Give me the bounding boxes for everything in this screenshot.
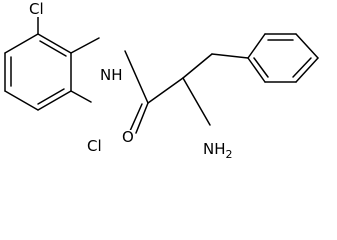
double-bond-inner: [253, 57, 269, 78]
atom-label-cl-top: Cl: [28, 0, 45, 18]
atom-label-nh: NH: [99, 66, 124, 84]
phenyl-ring: [247, 33, 319, 83]
molecule-diagram: Cl Cl NH O NH2: [4, 0, 319, 160]
nh2-main-text: NH: [203, 140, 226, 158]
atom-label-cl-bottom: Cl: [86, 137, 103, 155]
bond-carbonyl-alpha: [147, 77, 184, 104]
bond-alpha-nh2: [182, 77, 211, 126]
bond: [247, 57, 266, 83]
atom-label-nh2: NH2: [202, 140, 234, 160]
carbonyl-bond-2: [129, 103, 143, 132]
nh2-subscript: 2: [225, 148, 233, 161]
bond: [37, 90, 72, 111]
carbonyl-bond-1: [135, 102, 149, 134]
double-bond-inner: [37, 88, 65, 105]
bond-to-cl-bottom: [70, 90, 92, 103]
atom-label-o: O: [121, 128, 135, 146]
bond-to-nh: [70, 37, 100, 54]
double-bond-inner: [292, 57, 312, 78]
skeletal-structure: [4, 16, 319, 134]
bond: [4, 90, 39, 111]
bond: [4, 33, 39, 54]
bond-nh-carbonyl: [124, 50, 149, 104]
double-bond-inner: [39, 40, 67, 57]
bond-ch2-phenyl: [211, 53, 249, 59]
bond: [295, 33, 319, 59]
bond: [295, 57, 319, 83]
bond: [247, 33, 266, 59]
bond: [37, 33, 72, 54]
bond-alpha-ch2: [182, 53, 213, 79]
dichlorophenyl-ring: [4, 33, 72, 111]
